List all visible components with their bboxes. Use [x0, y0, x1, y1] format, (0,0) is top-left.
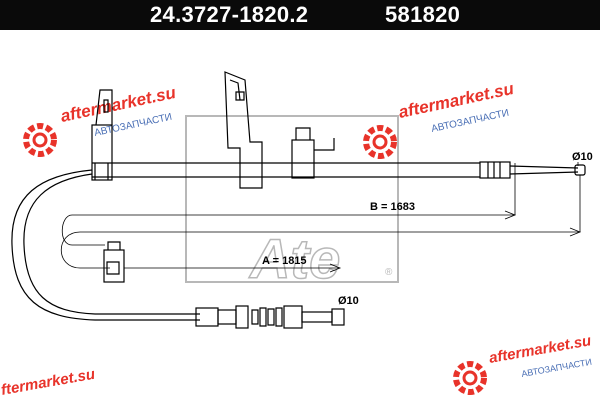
- watermark-gear-icon: [453, 361, 487, 395]
- cable-bend-inner: [23, 173, 96, 315]
- diameter-top-label: Ø10: [572, 151, 593, 163]
- diameter-bottom-label: Ø10: [338, 295, 359, 307]
- dimension-b-label: B = 1683: [370, 201, 415, 213]
- lower-end-fitting: [195, 305, 345, 329]
- logo-registered: ®: [385, 267, 393, 278]
- watermark-text-partial: ftermarket.su: [0, 366, 96, 399]
- bracket-middle: [224, 71, 263, 189]
- lower-spring: [251, 307, 283, 327]
- watermark-top-left: aftermarket.su АВТОЗАПЧАСТИ: [23, 83, 178, 157]
- upper-nipple: [574, 164, 586, 176]
- watermark-top-right: aftermarket.su АВТОЗАПЧАСТИ: [363, 79, 516, 159]
- part-number: 24.3727-1820.2: [150, 2, 309, 27]
- watermark-gear-icon: [23, 123, 57, 157]
- dimension-a-label: A = 1815: [262, 255, 307, 267]
- bracket-lower: [103, 241, 125, 283]
- cable-bend-outer: [11, 169, 96, 321]
- bracket-left: [91, 89, 113, 181]
- ate-logo: Ate ®: [185, 115, 399, 291]
- cable: [11, 162, 480, 321]
- logo-frame: [185, 115, 399, 283]
- bracket-right-small: [291, 127, 335, 179]
- watermark-bottom-right: aftermarket.su АВТОЗАПЧАСТИ: [453, 332, 593, 395]
- upper-end-fitting: [479, 161, 586, 179]
- upper-sleeve: [479, 161, 511, 179]
- watermark-bottom-left: ftermarket.su: [0, 366, 96, 399]
- logo-brand: Ate: [248, 227, 340, 290]
- logo-mark: Ate ®: [247, 226, 393, 291]
- upper-inner-wire: [509, 165, 579, 175]
- title-bar: 24.3727-1820.2 581820: [0, 0, 600, 30]
- reference-number: 581820: [385, 2, 461, 27]
- dimension-a: [60, 175, 582, 273]
- dimension-b: [61, 163, 517, 246]
- watermark-subtext: АВТОЗАПЧАСТИ: [521, 357, 593, 379]
- lower-nipple: [331, 308, 345, 326]
- watermark-gear-icon: [363, 125, 397, 159]
